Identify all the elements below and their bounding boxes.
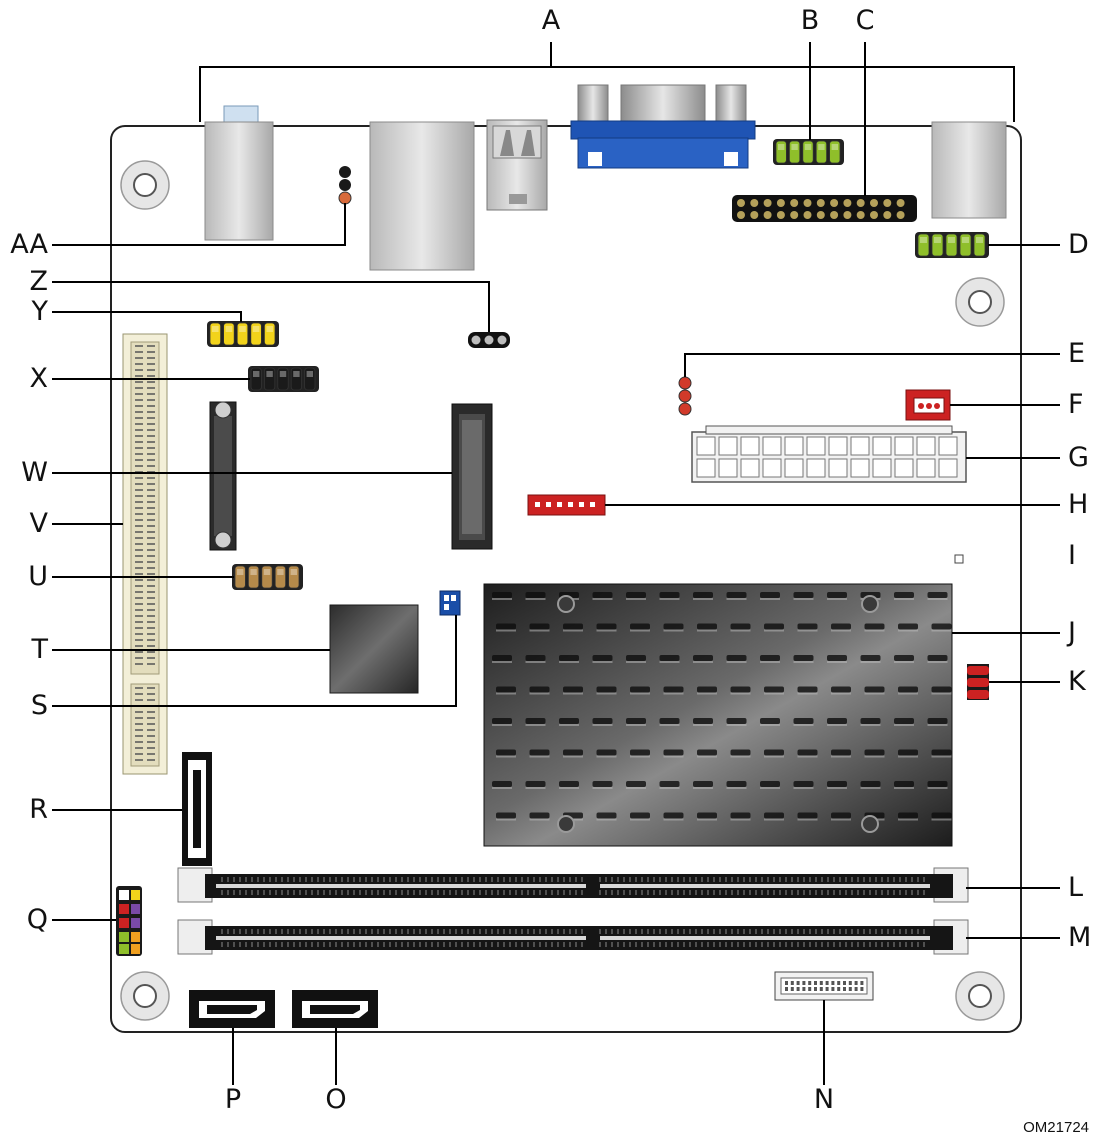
label-e: E [1068,338,1086,369]
label-z: Z [29,266,49,297]
header-d-green [915,232,989,258]
front-panel-header-q [116,886,142,956]
fan-header-f [905,389,951,421]
mounting-hole-bottom-right [955,971,1005,1021]
header-c-black [732,195,917,222]
mounting-hole-top-left [120,160,170,210]
label-m: M [1068,922,1092,953]
label-c: C [855,5,875,36]
label-i: I [1068,540,1076,571]
label-w: W [21,457,48,488]
label-g: G [1068,442,1089,473]
vga-connector [570,84,756,169]
pci-slot [122,333,168,775]
header-x-black [248,366,319,392]
audio-jack-stack [204,105,274,241]
label-f: F [1068,389,1084,420]
label-l: L [1068,872,1084,903]
leader-lines [52,42,1060,1085]
jumper-s [439,590,461,616]
label-v: V [29,508,48,539]
label-o: O [325,1084,347,1115]
sata-connector-o [292,990,378,1028]
label-x: X [29,363,49,394]
chipset-t [329,604,419,694]
heatsink-j [483,583,953,847]
jumper-k [967,664,989,700]
dimm-slot-m [177,919,969,955]
lan-usb-stack [369,121,475,271]
heatsink-screw [557,595,879,833]
dimm-slot-l [177,867,969,903]
header-z [468,332,510,348]
label-q: Q [26,904,48,935]
label-j: J [1068,617,1076,648]
label-u: U [28,561,48,592]
label-b: B [800,5,820,36]
header-y-yellow [207,321,279,347]
label-p: P [224,1084,242,1115]
mini-card-bracket [209,401,237,551]
label-y: Y [31,296,49,327]
label-t: T [31,634,49,665]
mini-card-slot [451,403,493,550]
mounting-hole-bottom-left [120,971,170,1021]
header-b-green [773,139,844,165]
connector-n [774,971,874,1001]
label-s: S [30,690,48,721]
right-rear-port [931,121,1007,219]
label-n: N [813,1084,835,1115]
power-connector-g [691,425,967,483]
header-u-tan [232,564,303,590]
figure-id: OM21724 [1023,1119,1089,1136]
jumper-aa [338,166,352,205]
label-a: A [541,5,561,36]
component-i [954,554,964,564]
label-d: D [1068,229,1089,260]
connector-r [182,752,212,866]
label-aa: AA [10,229,48,260]
jumper-e [678,376,692,416]
label-k: K [1068,666,1086,697]
header-h-red [527,494,606,516]
label-r: R [29,794,48,825]
mounting-hole-top-right [955,277,1005,327]
usb-stack [486,119,548,211]
sata-connector-p [189,990,275,1028]
label-h: H [1068,489,1089,520]
